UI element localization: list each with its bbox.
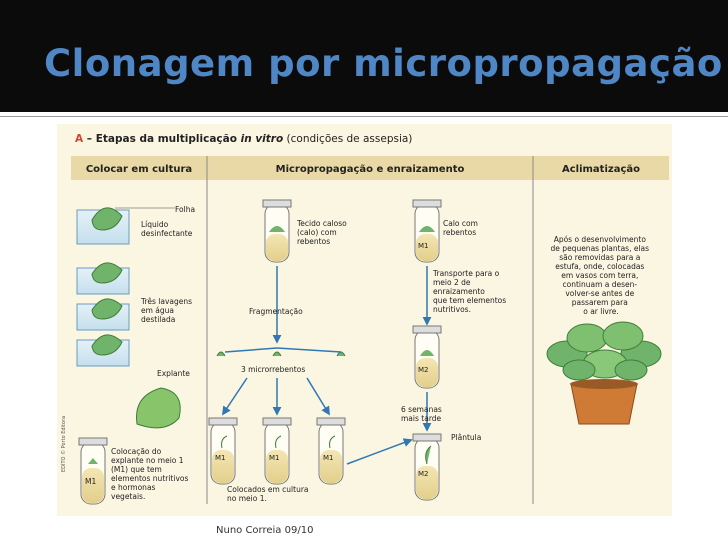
label-seis-semanas: 6 semanas mais tarde bbox=[401, 405, 444, 423]
beaker-wash-1 bbox=[77, 263, 129, 294]
label-explante: Explante bbox=[157, 369, 190, 378]
beaker-wash-2 bbox=[77, 299, 129, 330]
footer-author: Nuno Correia 09/10 bbox=[216, 525, 313, 536]
tube-label-m1: M1 bbox=[323, 454, 334, 462]
tube-m1-calo bbox=[413, 200, 441, 262]
micropropagation-figure: A – Etapas da multiplicação in vitro (co… bbox=[57, 124, 672, 516]
label-microrrebentos: 3 microrrebentos bbox=[241, 365, 305, 374]
tube-label-m1: M1 bbox=[269, 454, 280, 462]
tube-label-m1: M1 bbox=[418, 242, 429, 250]
title-bar: Clonagem por micropropagação bbox=[0, 0, 728, 112]
title-divider bbox=[0, 116, 728, 117]
label-folha: Folha bbox=[175, 205, 195, 214]
label-plantula: Plântula bbox=[451, 433, 481, 442]
slide-title: Clonagem por micropropagação bbox=[44, 42, 723, 85]
label-calo-rebentos: Calo com rebentos bbox=[443, 219, 480, 237]
tube-label-m2: M2 bbox=[418, 366, 429, 374]
label-fragmentacao: Fragmentação bbox=[249, 307, 303, 316]
beaker-wash-3 bbox=[77, 335, 129, 366]
tube-label-m1: M1 bbox=[215, 454, 226, 462]
tube-m1-a bbox=[209, 418, 237, 484]
tube-m2-lower bbox=[413, 434, 441, 500]
tube-m1-c bbox=[317, 418, 345, 484]
tube-m1-explante bbox=[79, 438, 107, 504]
tube-label-m1: M1 bbox=[85, 477, 96, 486]
column-title-colocar: Colocar em cultura bbox=[86, 164, 192, 175]
credit-text: EDITO © Porto Editora bbox=[60, 416, 67, 472]
tube-calo-rebentos bbox=[263, 200, 291, 262]
figure-header: A – Etapas da multiplicação in vitro (co… bbox=[75, 133, 412, 145]
tube-m2-upper bbox=[413, 326, 441, 388]
column-title-aclimatizacao: Aclimatização bbox=[562, 164, 640, 175]
column-title-micropropagacao: Micropropagação e enraizamento bbox=[276, 164, 465, 175]
tube-label-m2: M2 bbox=[418, 470, 429, 478]
tube-m1-b bbox=[263, 418, 291, 484]
